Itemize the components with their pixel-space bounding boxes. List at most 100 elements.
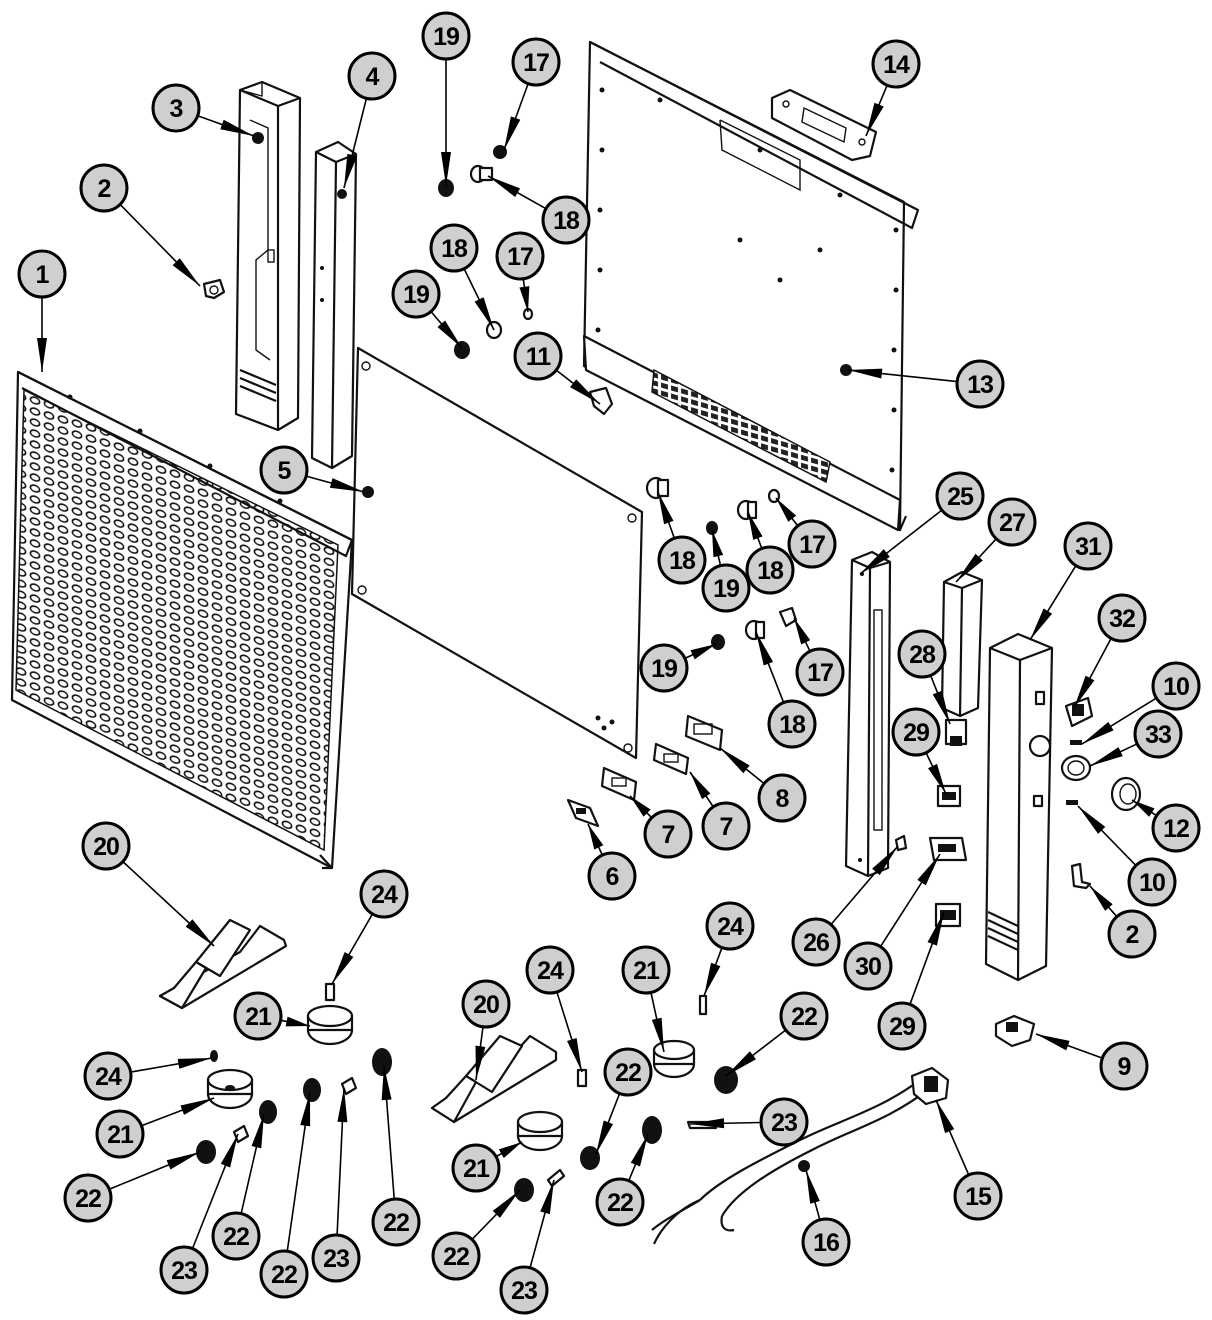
part-26-screw bbox=[894, 834, 908, 852]
part-10-clip-b bbox=[1066, 800, 1078, 805]
callout-c33: 33 bbox=[1133, 709, 1183, 759]
callout-bubble bbox=[81, 821, 131, 871]
callout-bubble bbox=[83, 1051, 133, 1101]
part-20-foot-left bbox=[158, 918, 288, 1010]
callout-c23a: 23 bbox=[759, 1097, 809, 1147]
callout-bubble bbox=[657, 535, 707, 585]
callout-number: 2 bbox=[1126, 921, 1139, 949]
callout-bubble bbox=[495, 231, 545, 281]
leader-arrow bbox=[488, 176, 521, 198]
callout-c29a: 29 bbox=[891, 707, 941, 757]
callout-c20a: 20 bbox=[81, 821, 131, 871]
leader-arrow bbox=[492, 1190, 520, 1218]
callout-number: 22 bbox=[383, 1209, 409, 1237]
callout-c14: 14 bbox=[871, 39, 921, 89]
leader-arrow bbox=[251, 1114, 264, 1149]
callout-number: 23 bbox=[323, 1245, 349, 1273]
callout-bubble bbox=[211, 1211, 261, 1261]
callout-number: 21 bbox=[245, 1003, 272, 1031]
leader-arrow bbox=[630, 796, 651, 817]
leader-arrow bbox=[756, 632, 774, 666]
part-4-inner-rail bbox=[310, 140, 358, 470]
callout-bubble bbox=[791, 917, 841, 967]
leader-arrow bbox=[570, 379, 600, 404]
callout-number: 17 bbox=[807, 659, 833, 687]
callout-bubble bbox=[1099, 1041, 1149, 1091]
leader-arrow bbox=[1074, 675, 1095, 708]
callout-bubble bbox=[891, 707, 941, 757]
leader-arrow bbox=[860, 549, 890, 574]
callout-c23d: 23 bbox=[499, 1265, 549, 1315]
part-15-plug bbox=[910, 1066, 950, 1106]
callout-bubble bbox=[429, 223, 479, 273]
leader-arrow bbox=[956, 553, 983, 582]
callout-number: 24 bbox=[537, 957, 564, 985]
callout-number: 17 bbox=[799, 531, 825, 559]
callout-number: 17 bbox=[523, 49, 549, 77]
callout-c22d: 22 bbox=[259, 1249, 309, 1299]
part-6-bracket bbox=[566, 798, 600, 828]
leader-arrow bbox=[1132, 800, 1155, 817]
leader-arrow bbox=[704, 962, 721, 996]
leader-arrow bbox=[848, 368, 883, 379]
leader-arrow bbox=[177, 1058, 212, 1069]
callout-bubble bbox=[787, 519, 837, 569]
part-30-connector bbox=[928, 836, 968, 862]
callout-c26: 26 bbox=[791, 917, 841, 967]
callout-bubble bbox=[767, 699, 817, 749]
callout-number: 23 bbox=[771, 1109, 797, 1137]
callout-c19a: 19 bbox=[421, 11, 471, 61]
leader-arrow bbox=[630, 1134, 648, 1167]
callout-bubble bbox=[499, 1265, 549, 1315]
callout-number: 4 bbox=[366, 63, 380, 91]
leader-arrow bbox=[658, 492, 674, 525]
leader-arrow bbox=[651, 1017, 664, 1052]
callout-bubble bbox=[955, 359, 1005, 409]
callout-number: 24 bbox=[717, 913, 744, 941]
callout-c24c: 24 bbox=[525, 945, 575, 995]
callout-bubble bbox=[1133, 709, 1183, 759]
callout-bubble bbox=[233, 991, 283, 1041]
callout-c17a: 17 bbox=[511, 37, 561, 87]
leader-arrow bbox=[220, 1134, 238, 1168]
callout-c4: 4 bbox=[347, 51, 397, 101]
callout-number: 18 bbox=[779, 711, 806, 739]
part-31-control-column bbox=[984, 632, 1054, 982]
callout-c7a: 7 bbox=[643, 809, 693, 859]
callout-c23b: 23 bbox=[159, 1245, 209, 1295]
part-27-handle bbox=[940, 570, 984, 718]
callout-number: 33 bbox=[1145, 721, 1171, 749]
callout-bubble bbox=[311, 1233, 361, 1283]
callout-c10b: 10 bbox=[1127, 857, 1177, 907]
leader-arrow bbox=[794, 618, 811, 645]
callout-bubble bbox=[843, 941, 893, 991]
callout-bubble bbox=[877, 1001, 927, 1051]
callout-c22g: 22 bbox=[603, 1047, 653, 1097]
callout-number: 29 bbox=[903, 719, 929, 747]
leader-arrow bbox=[185, 919, 214, 946]
leader-arrow bbox=[474, 297, 494, 330]
callout-c31: 31 bbox=[1063, 521, 1113, 571]
callout-number: 19 bbox=[433, 23, 459, 51]
callout-bubble bbox=[1151, 661, 1201, 711]
leader-arrow bbox=[285, 1016, 310, 1027]
callout-number: 12 bbox=[1163, 815, 1189, 843]
callout-c11: 11 bbox=[513, 331, 563, 381]
callout-number: 28 bbox=[909, 641, 936, 669]
callout-bubble bbox=[63, 1173, 113, 1223]
leader-arrow bbox=[475, 1045, 486, 1080]
part-1-mesh-grille bbox=[10, 370, 354, 870]
callout-number: 10 bbox=[1139, 869, 1165, 897]
leader-arrow bbox=[872, 846, 898, 876]
leader-arrow bbox=[441, 152, 451, 186]
callout-c21b: 21 bbox=[95, 1109, 145, 1159]
leader-arrow bbox=[712, 530, 724, 558]
callout-number: 23 bbox=[511, 1277, 537, 1305]
callout-bubble bbox=[541, 195, 591, 245]
callout-bubble bbox=[259, 445, 309, 495]
callout-number: 25 bbox=[947, 483, 974, 511]
callout-bubble bbox=[757, 773, 807, 823]
callout-bubble bbox=[525, 945, 575, 995]
